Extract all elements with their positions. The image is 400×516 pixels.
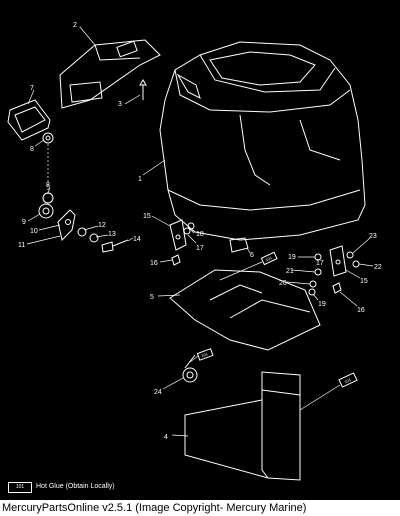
- callout-13: 13: [108, 231, 116, 238]
- glue-tag-2-label: 101: [201, 351, 210, 358]
- washer-17-left: [183, 227, 191, 235]
- callout-22: 22: [374, 264, 382, 271]
- exploded-parts-diagram: 101 101 101 2 3 1 7 8 8 9 10 11 12 13 14…: [0, 0, 400, 500]
- glue-tag-1-label: 101: [265, 255, 274, 263]
- callout-labels: 2 3 1 7 8 8 9 10 11 12 13 14 15 16 18 17…: [18, 22, 382, 441]
- callout-15-left: 15: [143, 213, 151, 220]
- callout-8-lower: 8: [46, 182, 50, 189]
- callout-1: 1: [138, 176, 142, 183]
- callout-19-lower: 19: [318, 301, 326, 308]
- vent-cover: [59, 39, 161, 109]
- callout-20: 20: [279, 280, 287, 287]
- bottom-pad: [169, 269, 321, 351]
- washer-12: [77, 227, 87, 237]
- washer-9: [38, 203, 54, 219]
- nut-23: [346, 251, 354, 259]
- nut-upper-hole: [45, 135, 51, 141]
- bolt-14: [101, 239, 129, 253]
- top-cowl: [159, 41, 366, 241]
- latch: [7, 99, 51, 141]
- nut-upper: [42, 132, 54, 144]
- callout-3: 3: [118, 101, 122, 108]
- glue-tag-3-label: 101: [344, 377, 353, 385]
- grommet: [229, 237, 249, 253]
- washer-20: [309, 280, 317, 288]
- callout-5: 5: [150, 294, 154, 301]
- callout-17-right: 17: [316, 260, 324, 267]
- callout-11: 11: [18, 242, 25, 249]
- callout-15-right: 15: [360, 278, 368, 285]
- callout-8-upper: 8: [30, 146, 34, 153]
- washer-13: [89, 233, 99, 243]
- callout-24: 24: [154, 389, 162, 396]
- callout-16-left: 16: [150, 260, 158, 267]
- callout-2: 2: [73, 22, 77, 29]
- callout-12: 12: [98, 222, 106, 229]
- callout-23: 23: [369, 233, 377, 240]
- spring-21: [314, 268, 322, 276]
- callout-16-right: 16: [357, 307, 365, 314]
- screw: [139, 79, 147, 100]
- bracket-right-hole: [335, 259, 341, 265]
- callout-14: 14: [133, 236, 141, 243]
- washer-9-hole: [42, 207, 50, 215]
- clip-center: [186, 371, 194, 379]
- bracket-right: [329, 245, 347, 277]
- legend-text: Hot Glue (Obtain Locally): [36, 483, 115, 490]
- image-caption: MercuryPartsOnline v2.5.1 (Image Copyrig…: [0, 500, 400, 516]
- glue-tag-1: 101: [260, 251, 278, 266]
- clip-tab: [184, 354, 196, 369]
- legend-glue-code: 101: [8, 482, 32, 493]
- glue-tag-2: 101: [196, 348, 214, 361]
- callout-7: 7: [30, 85, 34, 92]
- screw-16-left: [171, 254, 181, 266]
- lever-pivot: [65, 219, 71, 225]
- bracket-left-hole: [175, 234, 181, 240]
- callout-10: 10: [30, 228, 38, 235]
- clip: [182, 367, 198, 383]
- side-panel: [184, 371, 301, 481]
- callout-18: 18: [196, 231, 204, 238]
- callout-4: 4: [164, 434, 168, 441]
- glue-tag-3: 101: [338, 372, 358, 388]
- nut-18: [187, 222, 195, 230]
- callout-9: 9: [22, 219, 26, 226]
- callout-21: 21: [286, 268, 294, 275]
- nut-19: [308, 288, 316, 296]
- screw-16-right: [332, 282, 342, 294]
- nut-lower: [42, 192, 54, 204]
- leader-lines: [26, 26, 374, 437]
- callout-19-upper: 19: [288, 254, 296, 261]
- bracket-left: [169, 219, 187, 251]
- callout-17-left: 17: [196, 245, 204, 252]
- diagram-canvas: 101 101 101 2 3 1 7 8 8 9 10 11 12 13 14…: [7, 22, 382, 481]
- latch-lever: [57, 209, 76, 241]
- callout-6: 6: [250, 252, 254, 259]
- washer-22: [352, 260, 360, 268]
